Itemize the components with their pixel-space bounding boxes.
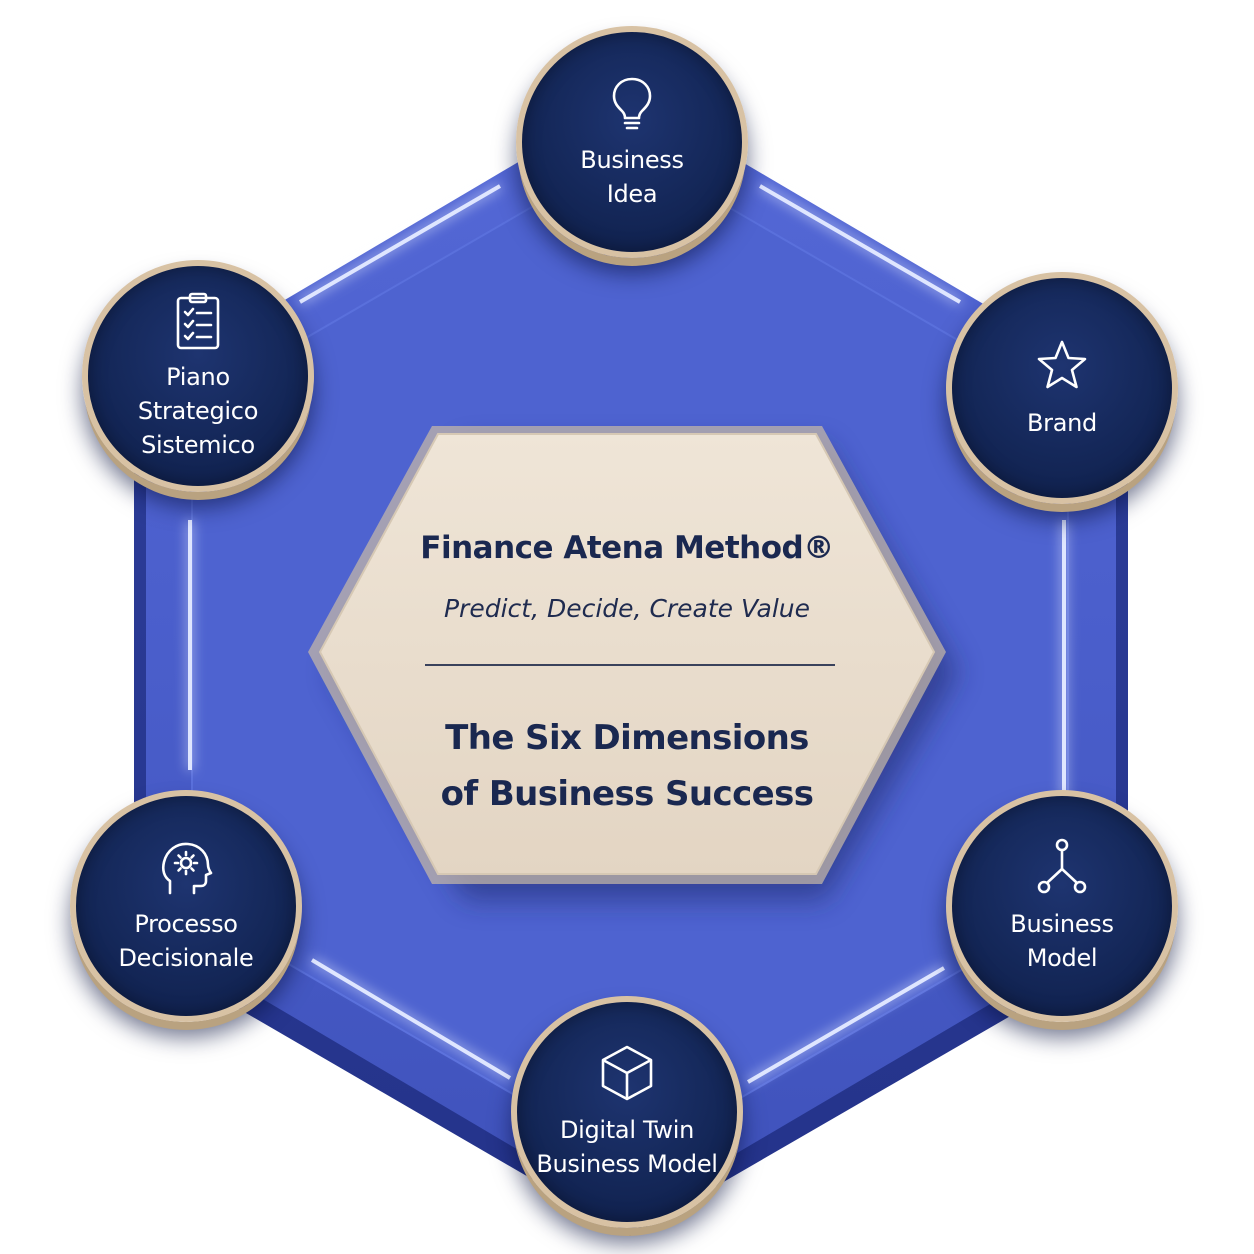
lightbulb-icon <box>602 73 662 133</box>
center-divider <box>425 664 835 666</box>
node-label: Piano Strategico Sistemico <box>137 363 259 459</box>
node-label: Business Idea <box>580 146 684 208</box>
hierarchy-icon <box>1032 837 1092 897</box>
method-tagline: Predict, Decide, Create Value <box>443 594 810 623</box>
node-label: Brand <box>1027 409 1097 437</box>
method-title: Finance Atena Method® <box>420 530 834 566</box>
node-processo-decisionale[interactable]: Processo Decisionale <box>70 790 302 1022</box>
cube-icon <box>597 1043 657 1103</box>
node-business-model[interactable]: Business Model <box>946 790 1178 1022</box>
center-plate: Finance Atena Method® Predict, Decide, C… <box>304 420 950 890</box>
clipboard-checklist-icon <box>168 290 228 350</box>
dimensions-heading: The Six Dimensions of Business Success <box>440 718 814 814</box>
node-label: Digital Twin Business Model <box>536 1116 718 1178</box>
center-hexagon-shape <box>308 426 946 884</box>
node-label: Business Model <box>1010 910 1114 972</box>
head-gear-icon <box>156 837 216 897</box>
node-label: Processo Decisionale <box>118 910 254 972</box>
glow-connectors <box>188 184 1066 1084</box>
node-piano-strategico[interactable]: Piano Strategico Sistemico <box>82 260 314 492</box>
node-business-idea[interactable]: Business Idea <box>516 26 748 258</box>
star-icon <box>1032 336 1092 396</box>
node-brand[interactable]: Brand <box>946 272 1178 504</box>
node-digital-twin[interactable]: Digital Twin Business Model <box>511 996 743 1228</box>
